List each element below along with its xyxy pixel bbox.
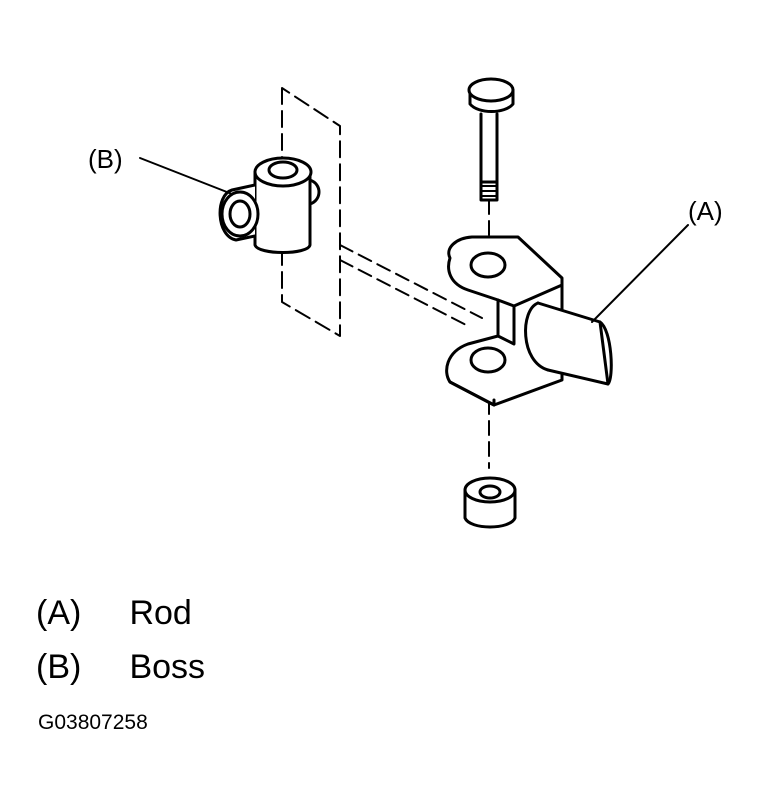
legend-key: (A) [36,594,82,632]
legend-item-rod: (A) Rod [36,596,192,630]
alignment-lines [339,199,490,469]
callout-b: (B) [88,144,123,174]
figure-code: G03807258 [38,711,148,734]
callout-a: (A) [688,196,723,226]
legend-key: (B) [36,648,82,686]
nut [463,476,517,529]
leader-lines [139,157,689,323]
bolt [467,77,515,202]
legend-label: Rod [129,594,192,632]
legend-item-boss: (B) Boss [36,650,205,684]
rod [524,301,613,386]
rod-boss-mounting-diagram [139,77,689,529]
legend-label: Boss [129,648,206,686]
clamp-bracket [445,235,564,407]
boss [218,156,321,254]
